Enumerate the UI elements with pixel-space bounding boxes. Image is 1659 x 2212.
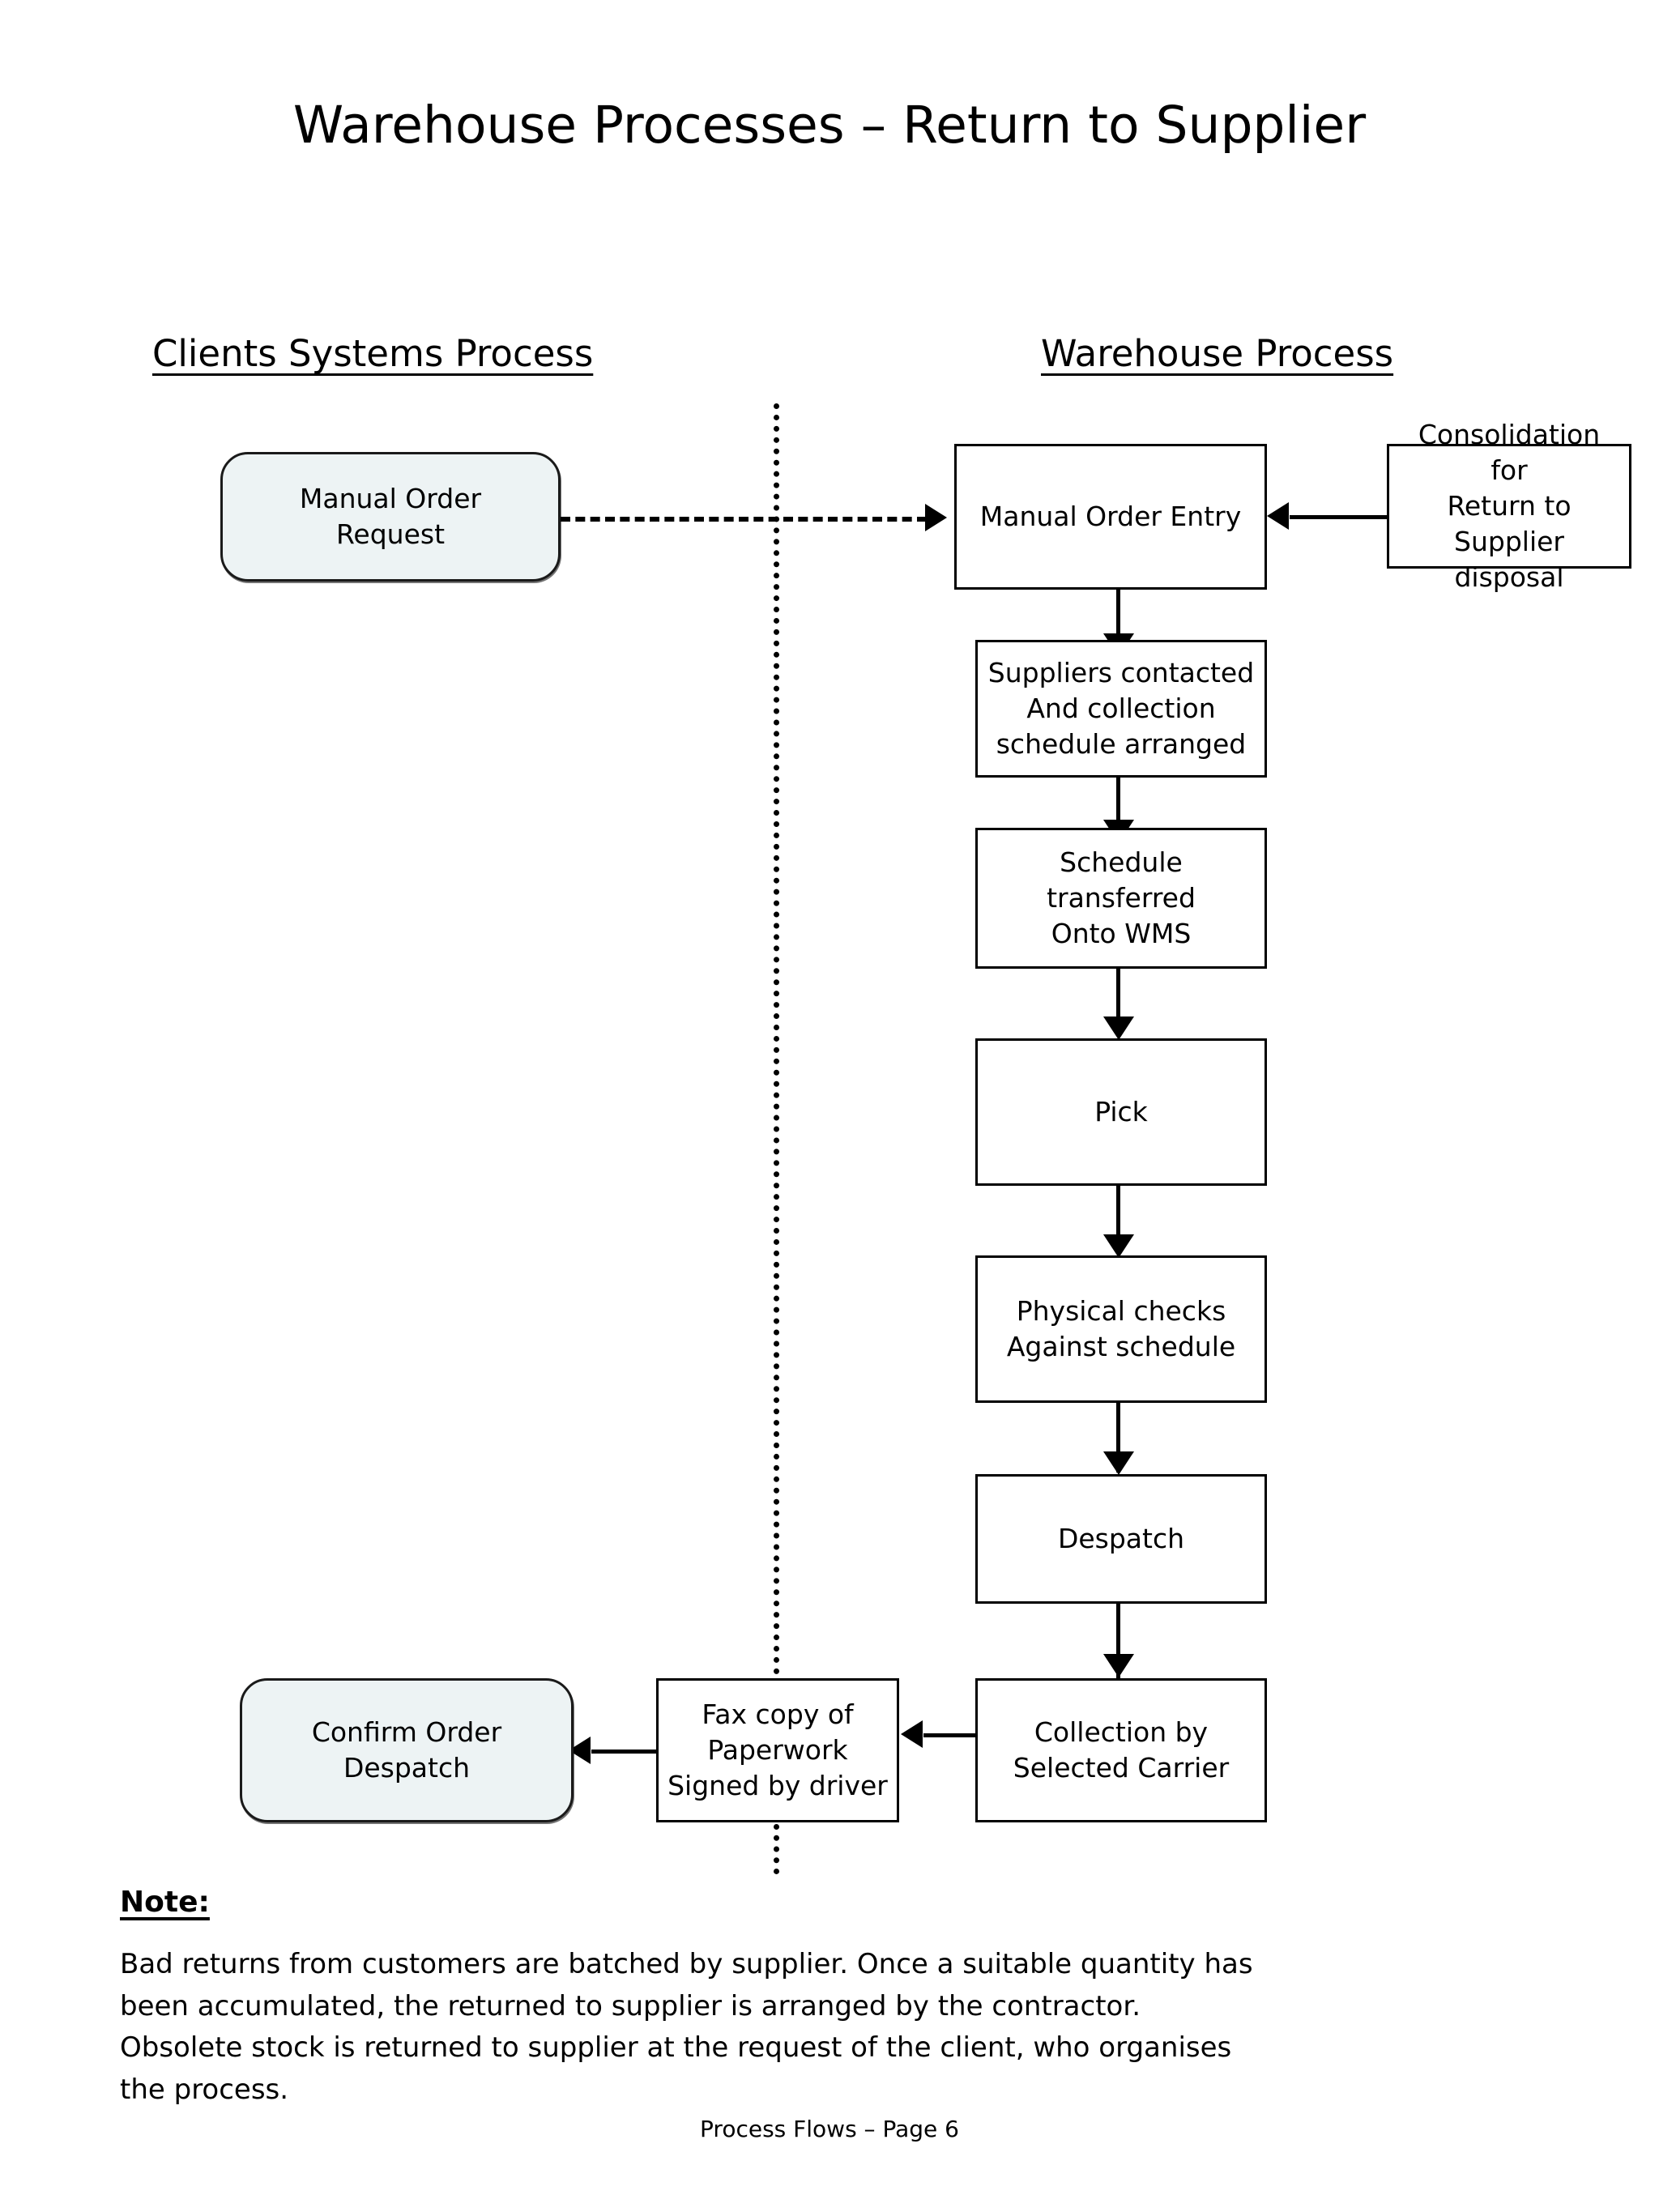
- swimlane-divider-lower: [774, 1824, 779, 1874]
- arrowhead-to-manual-order-entry-left: [1267, 502, 1289, 530]
- edge-manual-order-request-to-entry: [561, 517, 927, 522]
- edge-fax-copy-to-confirm-order: [591, 1750, 658, 1754]
- node-manual-order-entry[interactable]: Manual Order Entry: [954, 444, 1267, 590]
- page-title: Warehouse Processes – Return to Supplier: [292, 96, 1367, 155]
- edge-consolidation-to-manual-order-entry: [1290, 515, 1388, 519]
- edge-entry-to-suppliers-contacted: [1116, 590, 1120, 638]
- arrowhead-to-physical-checks: [1103, 1234, 1134, 1258]
- arrowhead-to-collection: [1103, 1654, 1134, 1677]
- page-footer: Process Flows – Page 6: [700, 2116, 959, 2142]
- edge-physical-checks-to-despatch: [1116, 1403, 1120, 1473]
- lane-header-warehouse-process: Warehouse Process: [1041, 332, 1394, 375]
- node-despatch[interactable]: Despatch: [975, 1474, 1267, 1604]
- edge-collection-to-fax-copy: [923, 1733, 977, 1737]
- arrowhead-to-pick: [1103, 1016, 1134, 1040]
- edge-suppliers-to-schedule-transferred: [1116, 778, 1120, 829]
- node-pick[interactable]: Pick: [975, 1038, 1267, 1186]
- note-label: Note:: [120, 1886, 210, 1919]
- arrowhead-to-despatch: [1103, 1451, 1134, 1475]
- edge-despatch-to-collection: [1116, 1604, 1120, 1680]
- note-body: Bad returns from customers are batched b…: [120, 1948, 1253, 2107]
- swimlane-divider-upper: [774, 403, 779, 1675]
- edge-schedule-to-pick: [1116, 969, 1120, 1035]
- arrowhead-to-fax-copy: [901, 1720, 923, 1748]
- edge-pick-to-physical-checks: [1116, 1186, 1120, 1254]
- arrowhead-to-manual-order-entry: [925, 504, 947, 531]
- lane-header-clients-systems-process: Clients Systems Process: [152, 332, 594, 375]
